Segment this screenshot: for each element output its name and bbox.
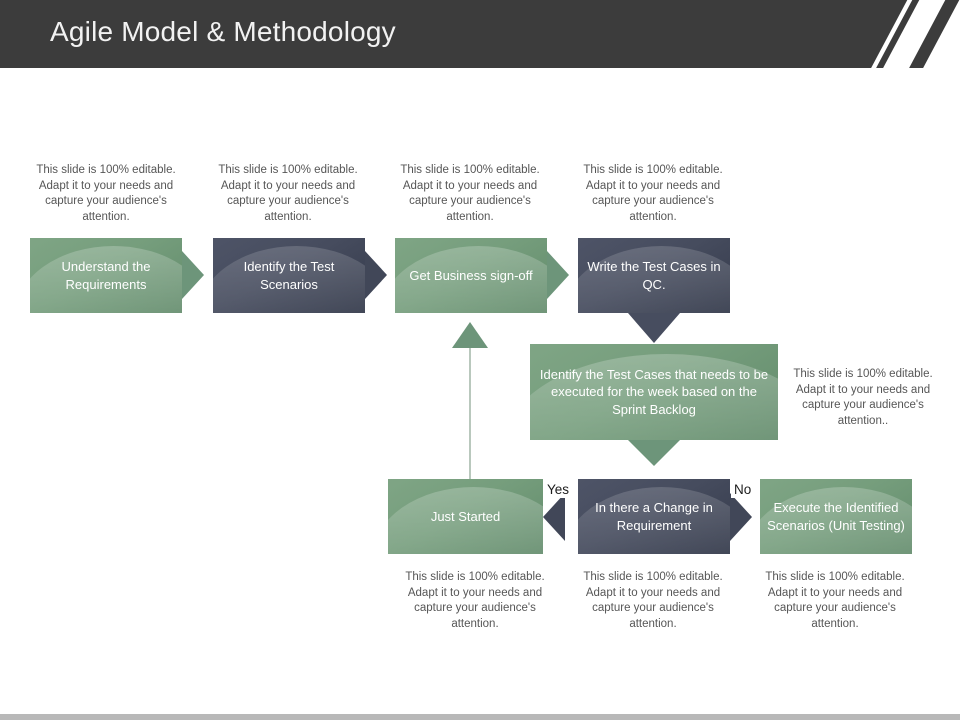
caption-get-business-signoff: This slide is 100% editable. Adapt it to… — [400, 164, 540, 223]
flow-box-label: Understand the Requirements — [61, 259, 151, 292]
caption-identify-test-scenarios: This slide is 100% editable. Adapt it to… — [218, 164, 358, 223]
branch-label-no: No — [731, 481, 755, 498]
connector-juststarted-to-signoff-line — [469, 348, 471, 479]
flow-box-label: Identify the Test Cases that needs to be… — [539, 366, 769, 417]
flow-box-label: Identify the Test Scenarios — [243, 259, 335, 292]
slide-header: Agile Model & Methodology — [0, 0, 960, 68]
arrow-write-to-identifycases-icon — [628, 313, 680, 343]
caption-change-in-requirement: This slide is 100% editable. Adapt it to… — [583, 571, 723, 630]
caption-understand-requirements: This slide is 100% editable. Adapt it to… — [36, 164, 176, 223]
caption-just-started: This slide is 100% editable. Adapt it to… — [405, 571, 545, 630]
flow-box-get-business-signoff[interactable]: Get Business sign-off — [395, 238, 547, 313]
caption-execute-identified-scenarios: This slide is 100% editable. Adapt it to… — [765, 571, 905, 630]
arrow-juststarted-to-signoff-icon — [452, 322, 488, 348]
flow-box-label: Execute the Identified Scenarios (Unit T… — [767, 500, 905, 533]
caption-write-test-cases: This slide is 100% editable. Adapt it to… — [583, 164, 723, 223]
arrow-signoff-to-write-icon — [547, 251, 569, 299]
page-title: Agile Model & Methodology — [50, 16, 396, 47]
flow-box-label: Write the Test Cases in QC. — [587, 259, 721, 292]
arrow-identify-to-signoff-icon — [365, 251, 387, 299]
flow-box-label: Get Business sign-off — [409, 267, 533, 283]
flow-box-just-started[interactable]: Just Started — [388, 479, 543, 554]
flow-box-label: In there a Change in Requirement — [595, 500, 713, 533]
arrow-change-to-execute-icon — [730, 493, 752, 541]
flow-box-identify-test-scenarios[interactable]: Identify the Test Scenarios — [213, 238, 365, 313]
flow-box-write-test-cases[interactable]: Write the Test Cases in QC. — [578, 238, 730, 313]
branch-label-yes: Yes — [544, 481, 573, 498]
arrow-understand-to-identify-icon — [182, 251, 204, 299]
flow-box-identify-test-cases-sprint[interactable]: Identify the Test Cases that needs to be… — [530, 344, 778, 440]
flow-box-execute-identified-scenarios[interactable]: Execute the Identified Scenarios (Unit T… — [760, 479, 912, 554]
arrow-change-to-juststarted-icon — [543, 493, 565, 541]
flow-box-label: Just Started — [430, 508, 501, 524]
flow-box-change-in-requirement[interactable]: In there a Change in Requirement — [578, 479, 730, 554]
arrow-identifycases-to-change-icon — [628, 440, 680, 466]
caption-identify-test-cases-sprint: This slide is 100% editable. Adapt it to… — [793, 368, 933, 427]
flow-box-understand-requirements[interactable]: Understand the Requirements — [30, 238, 182, 313]
